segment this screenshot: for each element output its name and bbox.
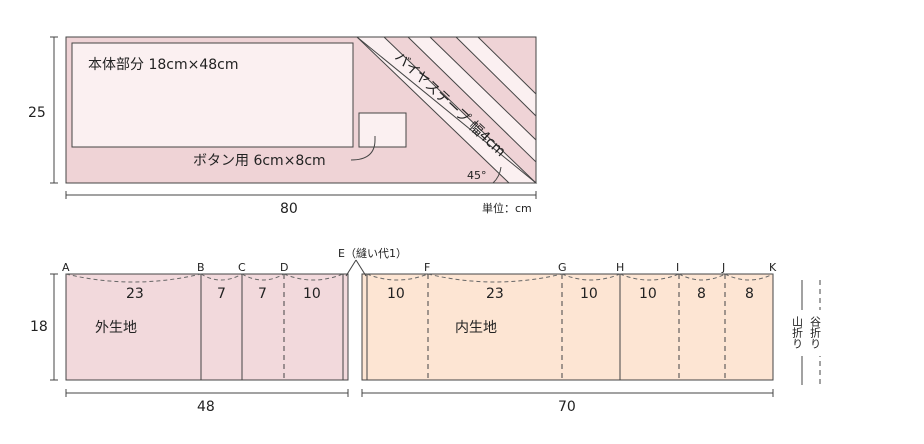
inner-fabric bbox=[361, 273, 774, 381]
point-C: C bbox=[238, 261, 246, 274]
seam-note: E（縫い代1） bbox=[338, 246, 407, 260]
inner-seg-2: 23 bbox=[486, 286, 504, 302]
outer-fabric bbox=[65, 273, 349, 381]
point-B: B bbox=[197, 261, 205, 274]
point-J: J bbox=[721, 261, 725, 274]
inner-seg-1: 10 bbox=[387, 286, 405, 302]
body-part-label: 本体部分 18cm×48cm bbox=[88, 57, 238, 73]
inner-seg-6: 8 bbox=[745, 286, 754, 302]
point-F: F bbox=[424, 261, 430, 274]
outer-segment-arcs bbox=[65, 273, 344, 283]
button-leader-line bbox=[350, 136, 376, 161]
valley-fold-label: 谷折り bbox=[809, 316, 822, 349]
outer-seg-1: 23 bbox=[126, 286, 144, 302]
inner-seg-4: 10 bbox=[639, 286, 657, 302]
angle-arc bbox=[492, 166, 502, 184]
seam-pointer-1 bbox=[345, 259, 357, 277]
inner-seg-3: 10 bbox=[580, 286, 598, 302]
bottom-height-label: 18 bbox=[30, 319, 48, 335]
button-part-panel bbox=[358, 112, 407, 148]
angle-label: 45° bbox=[467, 169, 487, 182]
top-width-label: 80 bbox=[280, 201, 298, 217]
unit-label: 単位：cm bbox=[482, 201, 532, 215]
outer-width-label: 48 bbox=[197, 399, 215, 415]
point-D: D bbox=[280, 261, 288, 274]
point-G: G bbox=[558, 261, 567, 274]
outer-seg-4: 10 bbox=[303, 286, 321, 302]
point-A: A bbox=[62, 261, 70, 274]
inner-fabric-label: 内生地 bbox=[455, 320, 497, 336]
mountain-fold-label: 山折り bbox=[791, 316, 804, 349]
bias-strip-2 bbox=[406, 36, 537, 164]
seam-pointer-2 bbox=[355, 259, 367, 277]
outer-fabric-label: 外生地 bbox=[95, 320, 137, 336]
outer-seg-2: 7 bbox=[217, 286, 226, 302]
inner-seg-5: 8 bbox=[697, 286, 706, 302]
body-part-panel bbox=[71, 42, 354, 148]
point-K: K bbox=[769, 261, 777, 274]
inner-segment-arcs bbox=[366, 273, 774, 283]
outer-seg-3: 7 bbox=[258, 286, 267, 302]
top-height-label: 25 bbox=[28, 105, 46, 121]
legend-label-bg bbox=[792, 310, 832, 356]
bias-strip-3 bbox=[454, 36, 537, 118]
point-H: H bbox=[616, 261, 624, 274]
point-I: I bbox=[676, 261, 679, 274]
bias-diagonal bbox=[356, 36, 537, 184]
inner-width-label: 70 bbox=[558, 399, 576, 415]
button-part-label: ボタン用 6cm×8cm bbox=[193, 153, 326, 169]
